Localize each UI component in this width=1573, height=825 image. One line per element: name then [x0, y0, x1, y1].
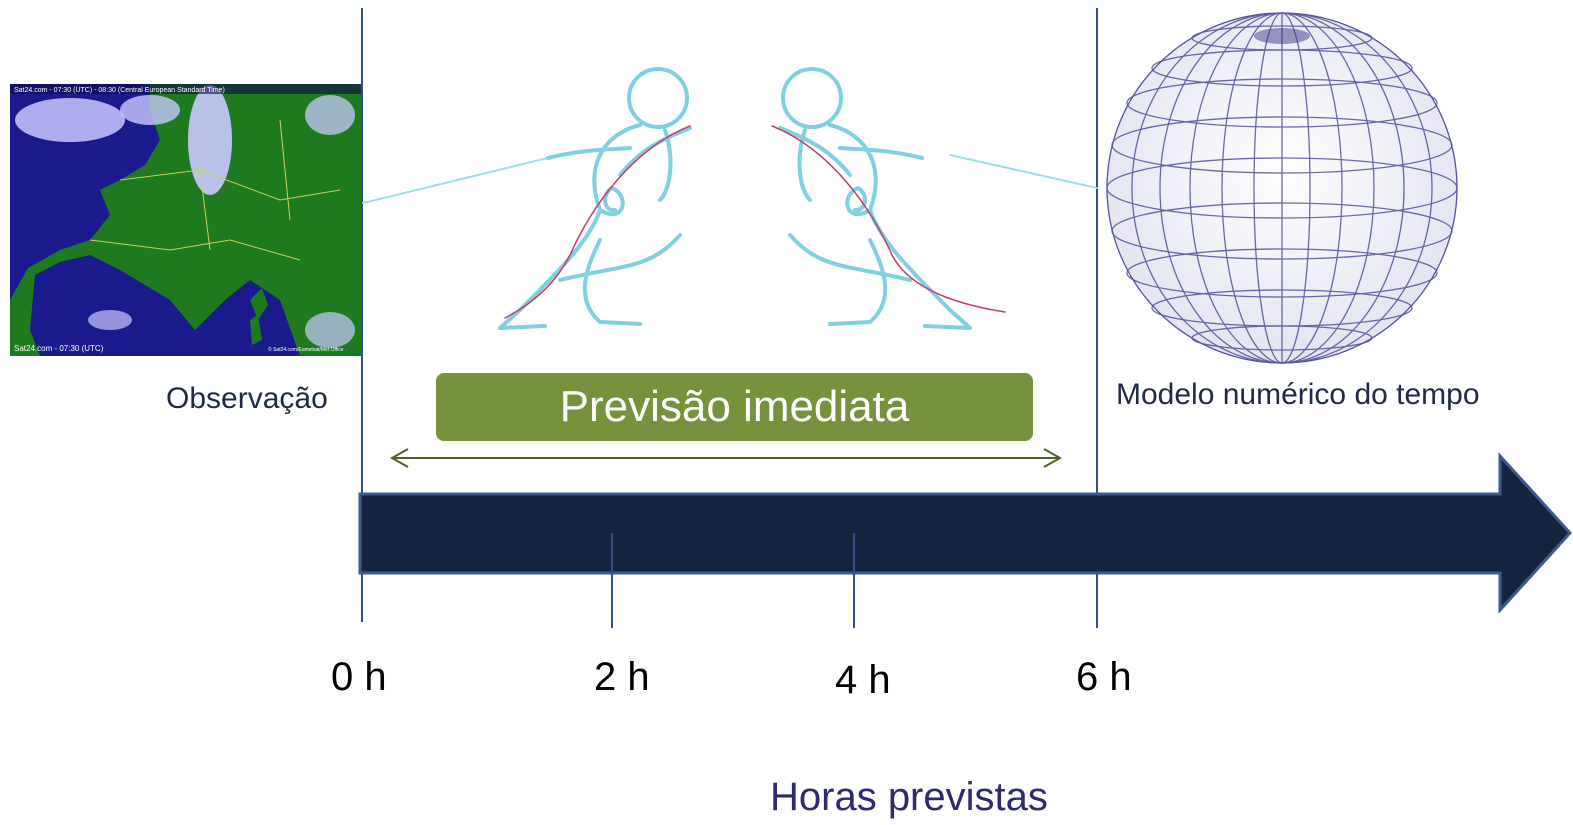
satellite-caption-bottom-left: Sat24.com - 07:30 (UTC)	[14, 344, 104, 353]
nowcast-span-arrow	[389, 448, 1063, 468]
numerical-model-label: Modelo numérico do tempo	[1116, 378, 1480, 411]
tick-label-0h: 0 h	[331, 655, 387, 699]
satellite-caption-bottom-right: © Sat24.com/Eumetsat/Met Office	[268, 346, 344, 353]
globe-grid-icon	[1106, 12, 1458, 364]
tug-of-war-figures-icon	[362, 67, 1098, 330]
time-axis-arrow	[358, 452, 1573, 614]
tick-label-6h: 6 h	[1076, 655, 1132, 699]
observation-label: Observação	[166, 382, 328, 415]
tick-label-4h: 4 h	[835, 658, 891, 702]
nowcasting-box: Previsão imediata	[436, 373, 1033, 441]
tick-label-2h: 2 h	[594, 655, 650, 699]
satellite-map-icon: Sat24.com - 07:30 (UTC) - 08:30 (Central…	[10, 84, 363, 356]
satellite-caption-top: Sat24.com - 07:30 (UTC) - 08:30 (Central…	[14, 87, 225, 94]
axis-title: Horas previstas	[770, 775, 1048, 819]
